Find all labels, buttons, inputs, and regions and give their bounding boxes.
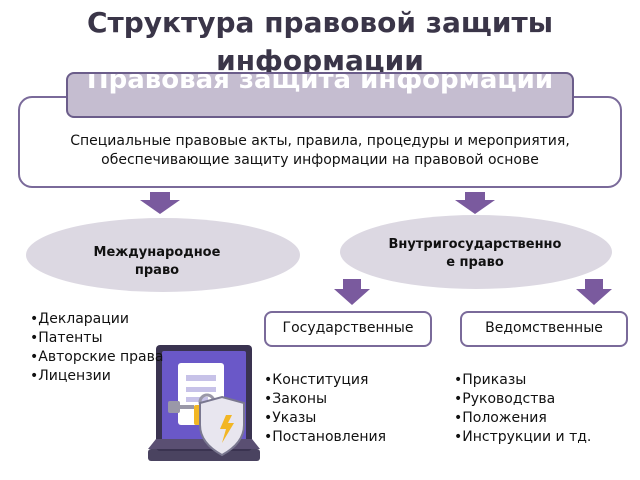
list-item: Руководства xyxy=(454,390,591,409)
page-title: Структура правовой защиты информации xyxy=(86,6,554,77)
definition-text: Специальные правовые акты, правила, проц… xyxy=(70,133,570,168)
list-item: Авторские права xyxy=(30,348,163,367)
list-item: Постановления xyxy=(264,428,386,447)
list-item: Декларации xyxy=(30,310,163,329)
list-item: Конституция xyxy=(264,371,386,390)
list-item: Положения xyxy=(454,409,591,428)
list-item: Патенты xyxy=(30,329,163,348)
domestic-law-label: Внутригосударственное право xyxy=(388,237,562,270)
arrow-down-icon xyxy=(576,279,612,305)
state-list: Конституция Законы Указы Постановления xyxy=(264,371,386,447)
international-law-label: Международное право xyxy=(93,245,221,278)
list-item: Лицензии xyxy=(30,367,163,386)
list-item: Приказы xyxy=(454,371,591,390)
domestic-law-ellipse xyxy=(340,215,612,289)
arrow-down-icon xyxy=(140,192,180,214)
arrow-down-icon xyxy=(334,279,370,305)
state-box: Государственные xyxy=(264,311,432,347)
list-item: Законы xyxy=(264,390,386,409)
list-item: Инструкции и тд. xyxy=(454,428,591,447)
laptop-security-illustration xyxy=(148,345,260,461)
international-list: Декларации Патенты Авторские права Лицен… xyxy=(30,310,163,386)
arrow-down-icon xyxy=(455,192,495,214)
international-law-ellipse xyxy=(26,218,300,292)
header-banner: Правовая защита информации xyxy=(66,72,574,118)
departmental-list: Приказы Руководства Положения Инструкции… xyxy=(454,371,591,447)
list-item: Указы xyxy=(264,409,386,428)
departmental-box: Ведомственные xyxy=(460,311,628,347)
header-banner-label: Правовая защита информации xyxy=(86,72,554,95)
